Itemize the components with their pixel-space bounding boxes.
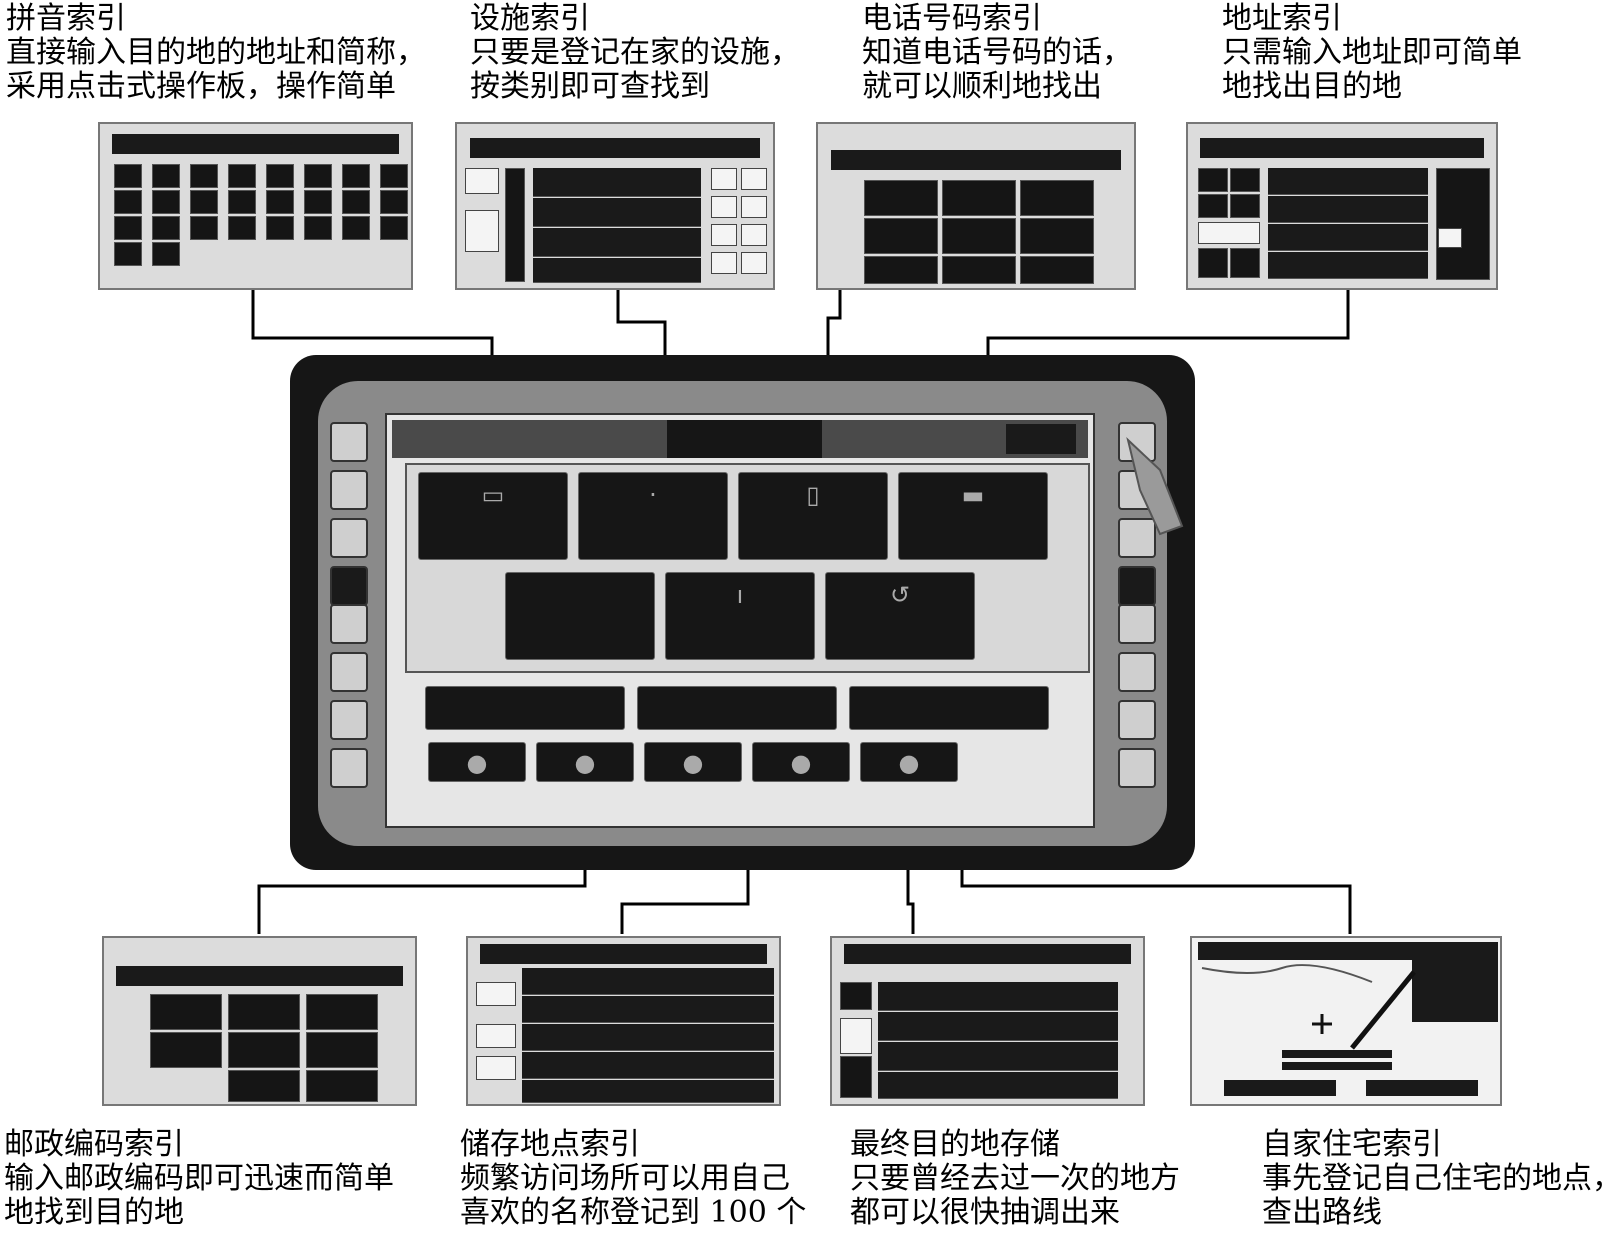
dot-icon: ● bbox=[682, 749, 704, 777]
thumb-history-screen bbox=[830, 936, 1145, 1106]
left-hard-button[interactable] bbox=[330, 700, 368, 740]
left-hard-button[interactable] bbox=[330, 566, 368, 606]
caption-phone-line1: 知道电话号码的话， bbox=[862, 35, 1132, 70]
caption-facility: 设施索引 只要是登记在家的设施， 按类别即可查找到 bbox=[470, 2, 800, 104]
preset-button[interactable]: ● bbox=[428, 742, 526, 782]
left-hard-button[interactable] bbox=[330, 518, 368, 558]
caption-history-line2: 都可以很快抽调出来 bbox=[850, 1195, 1120, 1230]
left-hard-button[interactable] bbox=[330, 604, 368, 644]
caption-phone: 电话号码索引 知道电话号码的话， 就可以顺利地找出 bbox=[862, 2, 1132, 104]
flag-icon: ı bbox=[736, 581, 744, 609]
caption-home-title: 自家住宅索引 bbox=[1262, 1127, 1442, 1162]
left-hard-button[interactable] bbox=[330, 652, 368, 692]
caption-saved-line1: 频繁访问场所可以用自己 bbox=[460, 1161, 790, 1196]
book-icon: ▭ bbox=[481, 481, 505, 509]
caption-home-line1: 事先登记自己住宅的地点， bbox=[1262, 1161, 1622, 1196]
right-hard-button[interactable] bbox=[1118, 652, 1156, 692]
caption-pinyin-line1: 直接输入目的地的地址和简称， bbox=[6, 35, 426, 70]
caption-address-title: 地址索引 bbox=[1222, 1, 1342, 36]
postal-code-search-button[interactable] bbox=[505, 572, 655, 660]
caption-facility-line1: 只要是登记在家的设施， bbox=[470, 35, 800, 70]
lower-function-button[interactable] bbox=[425, 686, 625, 730]
caption-postal: 邮政编码索引 输入邮政编码即可迅速而简单 地找到目的地 bbox=[4, 1128, 394, 1230]
right-hard-button[interactable] bbox=[1118, 748, 1156, 788]
caption-pinyin: 拼音索引 直接输入目的地的地址和简称， 采用点击式操作板，操作简单 bbox=[6, 2, 426, 104]
left-hard-button[interactable] bbox=[330, 748, 368, 788]
dot-icon: ● bbox=[898, 749, 920, 777]
caption-home-line2: 查出路线 bbox=[1262, 1195, 1382, 1230]
caption-history-line1: 只要曾经去过一次的地方 bbox=[850, 1161, 1180, 1196]
caption-postal-line2: 地找到目的地 bbox=[4, 1195, 184, 1230]
left-hard-button[interactable] bbox=[330, 470, 368, 510]
screen-title-label-area bbox=[667, 420, 822, 458]
caption-history: 最终目的地存储 只要曾经去过一次的地方 都可以很快抽调出来 bbox=[850, 1128, 1180, 1230]
pin-icon: ↺ bbox=[889, 581, 911, 609]
caption-saved: 储存地点索引 频繁访问场所可以用自己 喜欢的名称登记到 100 个 bbox=[460, 1128, 806, 1230]
address-search-button[interactable]: ▬ bbox=[898, 472, 1048, 560]
preset-button[interactable]: ● bbox=[860, 742, 958, 782]
right-hard-button[interactable] bbox=[1118, 566, 1156, 606]
right-hard-button[interactable] bbox=[1118, 700, 1156, 740]
caption-home: 自家住宅索引 事先登记自己住宅的地点， 查出路线 bbox=[1262, 1128, 1622, 1230]
right-hard-button[interactable] bbox=[1118, 604, 1156, 644]
dot-icon: ● bbox=[466, 749, 488, 777]
facility-search-button[interactable]: · bbox=[578, 472, 728, 560]
phone-icon: ▯ bbox=[806, 481, 820, 509]
caption-saved-line2: 喜欢的名称登记到 100 个 bbox=[460, 1195, 807, 1230]
saved-location-search-button[interactable]: ı bbox=[665, 572, 815, 660]
thumb-saved-screen bbox=[466, 936, 781, 1106]
thumb-home-map-screen bbox=[1190, 936, 1502, 1106]
thumb-postal-screen bbox=[102, 936, 417, 1106]
thumb-phone-screen bbox=[816, 122, 1136, 290]
caption-postal-title: 邮政编码索引 bbox=[4, 1127, 184, 1162]
left-hard-button[interactable] bbox=[330, 422, 368, 462]
preset-button[interactable]: ● bbox=[644, 742, 742, 782]
caption-facility-title: 设施索引 bbox=[470, 1, 590, 36]
right-hard-button[interactable] bbox=[1118, 518, 1156, 558]
caption-facility-line2: 按类别即可查找到 bbox=[470, 69, 710, 104]
caption-pinyin-line2: 采用点击式操作板，操作简单 bbox=[6, 69, 396, 104]
caption-address: 地址索引 只需输入地址即可简单 地找出目的地 bbox=[1222, 2, 1522, 104]
caption-phone-line2: 就可以顺利地找出 bbox=[862, 69, 1102, 104]
caption-pinyin-title: 拼音索引 bbox=[6, 1, 126, 36]
caption-phone-title: 电话号码索引 bbox=[862, 1, 1042, 36]
caption-history-title: 最终目的地存储 bbox=[850, 1127, 1060, 1162]
thumb-facility-screen bbox=[455, 122, 775, 290]
screen-title-bar bbox=[392, 420, 1088, 458]
preset-button[interactable]: ● bbox=[536, 742, 634, 782]
pinyin-search-button[interactable]: ▭ bbox=[418, 472, 568, 560]
lower-function-button[interactable] bbox=[637, 686, 837, 730]
preset-button[interactable]: ● bbox=[752, 742, 850, 782]
caption-address-line1: 只需输入地址即可简单 bbox=[1222, 35, 1522, 70]
map-icon: ▬ bbox=[961, 481, 985, 509]
destination-history-button[interactable]: ↺ bbox=[825, 572, 975, 660]
home-map-drawing bbox=[1198, 942, 1498, 1096]
thumb-address-screen bbox=[1186, 122, 1498, 290]
screen-title-back-area[interactable] bbox=[1006, 424, 1076, 454]
caption-saved-title: 储存地点索引 bbox=[460, 1127, 640, 1162]
caption-address-line2: 地找出目的地 bbox=[1222, 69, 1402, 104]
thumb-pinyin-screen bbox=[98, 122, 413, 290]
building-icon: · bbox=[649, 481, 657, 509]
home-search-button[interactable] bbox=[849, 686, 1049, 730]
dot-icon: ● bbox=[790, 749, 812, 777]
caption-postal-line1: 输入邮政编码即可迅速而简单 bbox=[4, 1161, 394, 1196]
phone-search-button[interactable]: ▯ bbox=[738, 472, 888, 560]
hand-pointer-icon bbox=[1126, 436, 1184, 536]
dot-icon: ● bbox=[574, 749, 596, 777]
